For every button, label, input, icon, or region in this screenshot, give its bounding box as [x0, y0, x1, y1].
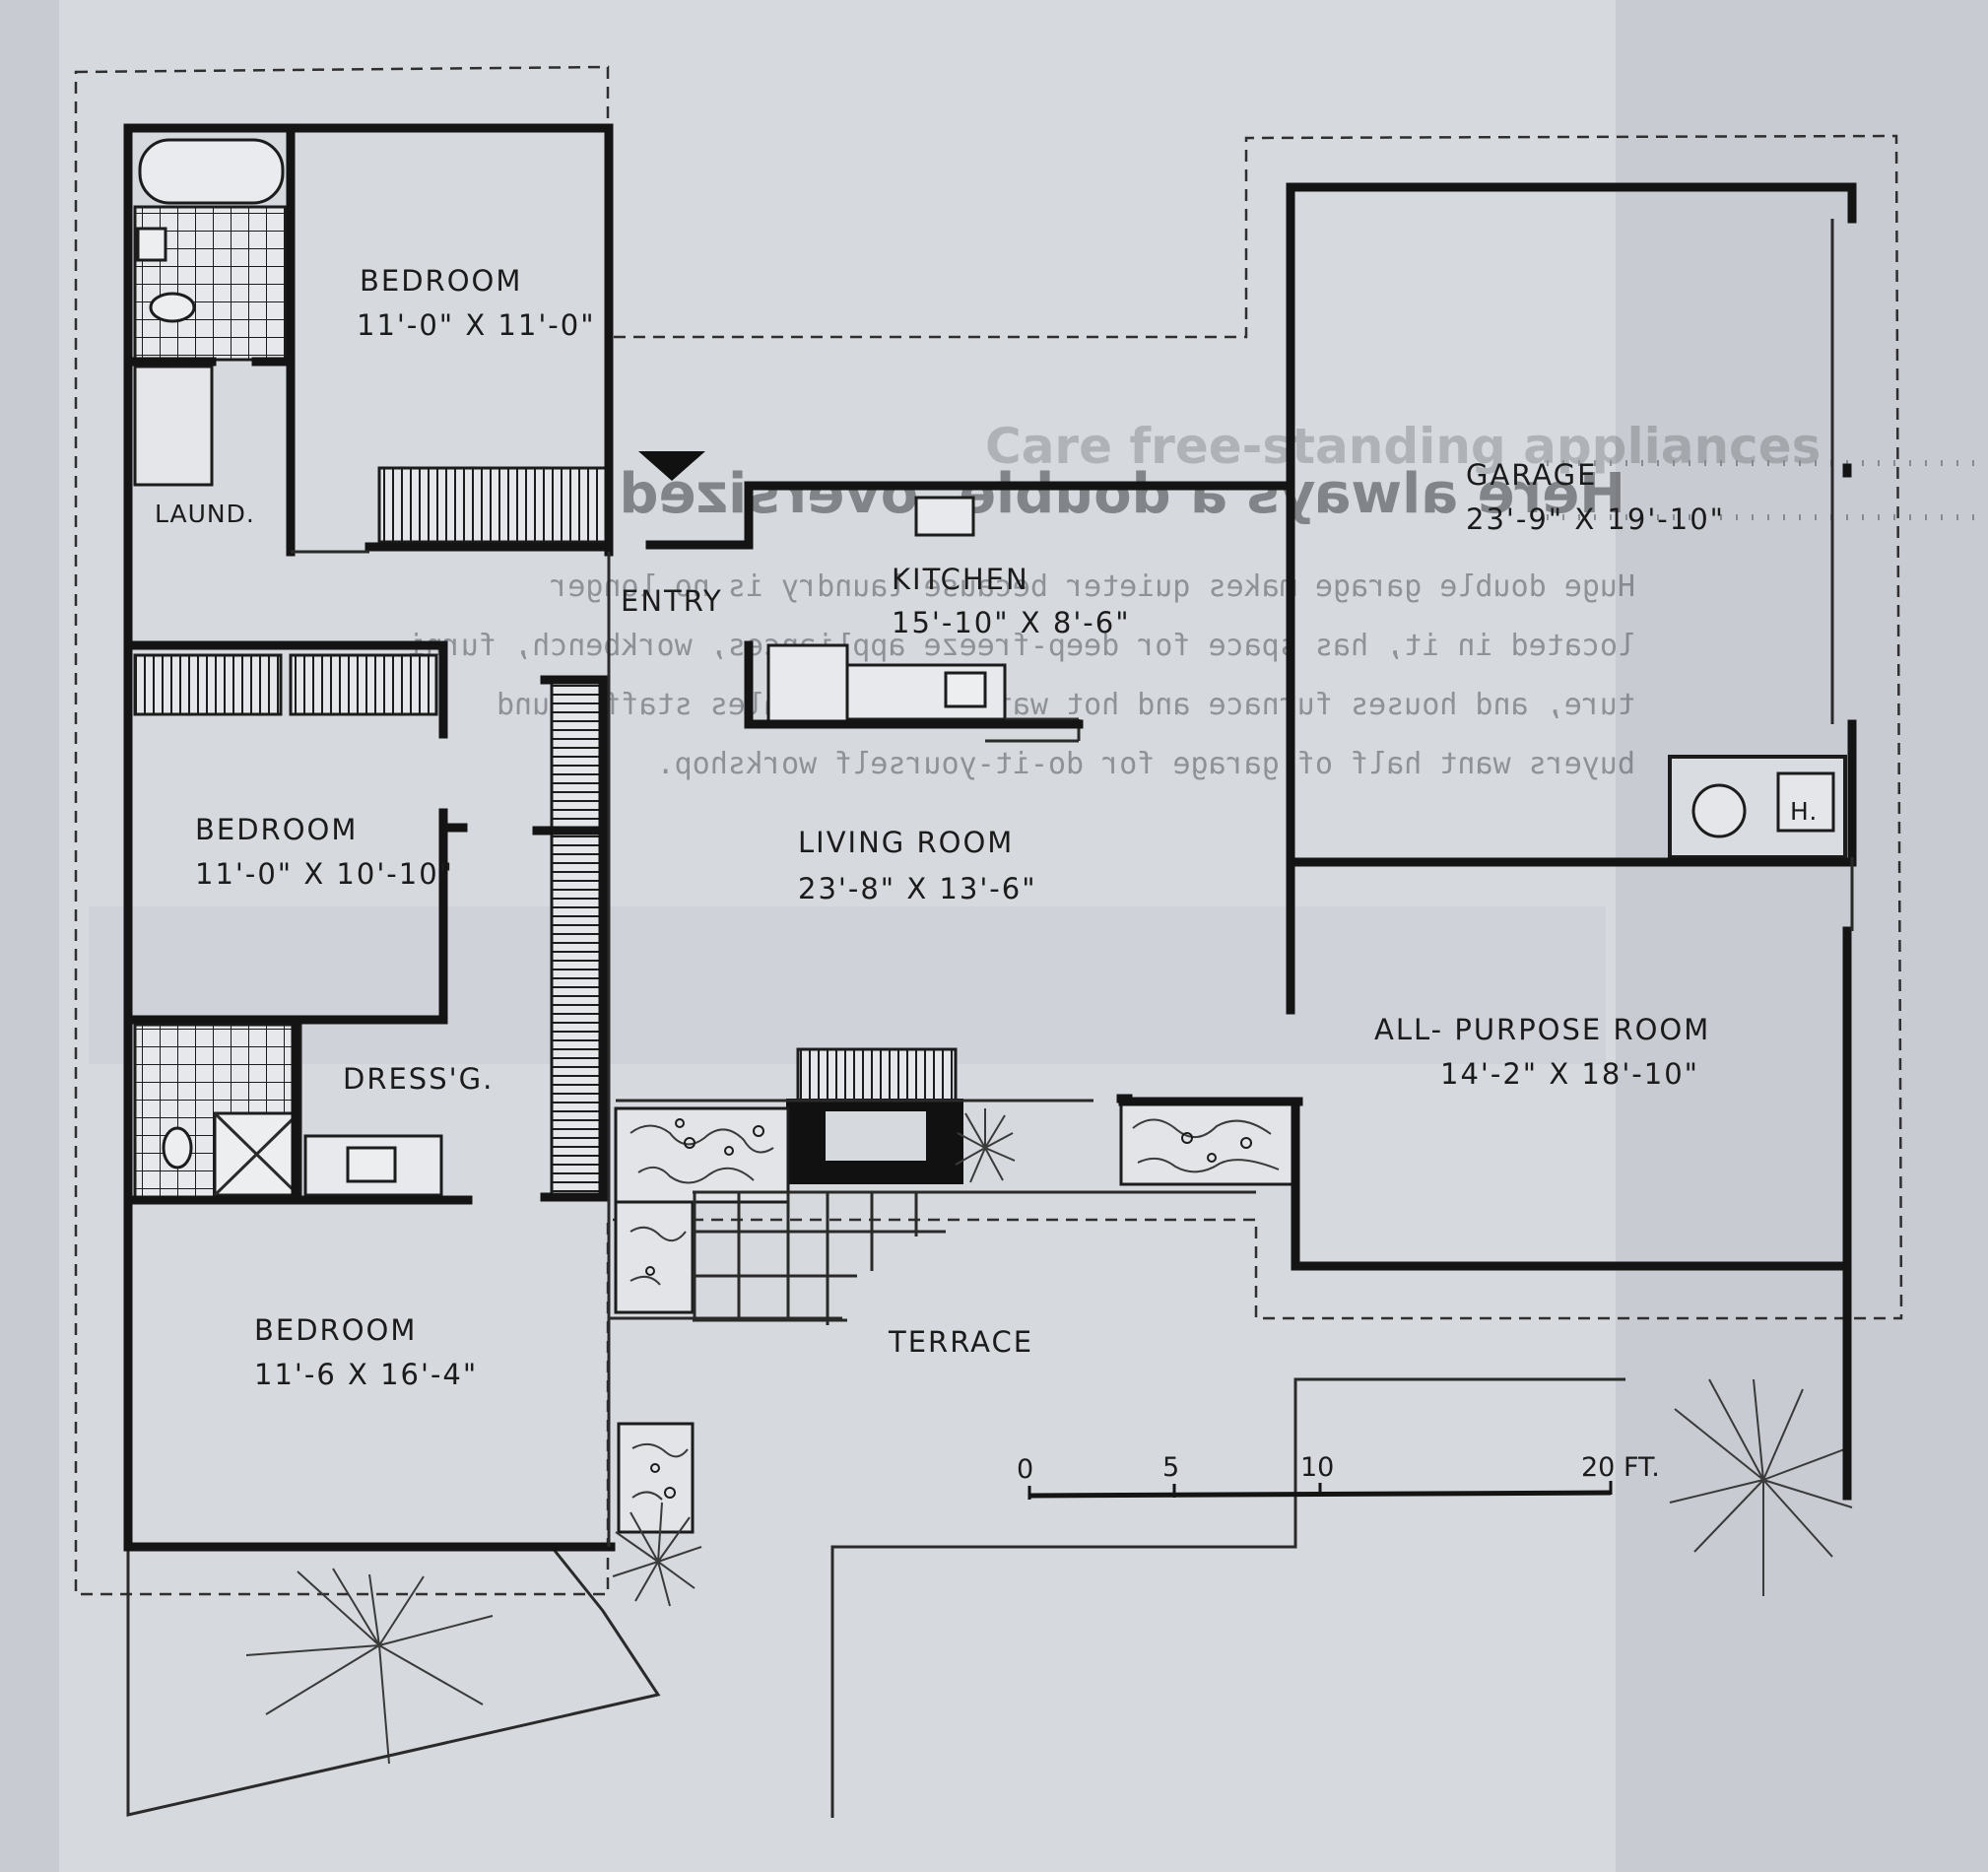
room-size: 15'-10" X 8'-6": [892, 606, 1131, 639]
entry-arrow-icon: [638, 451, 705, 481]
planter-bed: [614, 1106, 790, 1204]
kitchen-fixtures: [766, 496, 1081, 743]
room-labels: BEDROOM 11'-0" X 11'-0" LAUND. ENTRY KIT…: [155, 264, 1818, 1391]
room-name: TERRACE: [888, 1325, 1033, 1359]
shower-x: [213, 1111, 300, 1197]
room-name: BEDROOM: [254, 1313, 417, 1347]
kitchen-sink: [914, 496, 975, 537]
room-size: 14'-2" X 18'-10": [1440, 1057, 1699, 1091]
bleed-body-line: buyers want half of garage for do-it-you…: [657, 747, 1635, 781]
overhang-left-wing: [74, 65, 1903, 1596]
hearth-grate: [796, 1047, 958, 1108]
starburst-tree-icon: [955, 1108, 1016, 1183]
wall: [744, 640, 1084, 729]
room-size: 23'-9" X 19'-10": [1466, 502, 1725, 536]
room-name: ENTRY: [621, 584, 723, 618]
starburst-tree-icon: [612, 1502, 702, 1607]
roof-overhang: [74, 65, 1903, 1596]
bath-top: [133, 138, 288, 362]
water-heater: [1691, 783, 1747, 838]
planter-pebbles: [645, 1118, 1252, 1499]
bleed-body-line: Huge double garage makes quieter because…: [550, 569, 1635, 604]
bleed-through-text: Here always a double, oversized garage C…: [382, 418, 1980, 781]
bath-bottom: [133, 1023, 443, 1199]
terrace-paving: [608, 1190, 1256, 1325]
fireplace: [786, 1047, 963, 1184]
scale-tick-label: 10: [1300, 1452, 1334, 1483]
scale-tick-label: 5: [1162, 1452, 1179, 1483]
fireplace-mass: [786, 1099, 963, 1184]
room-name: KITCHEN: [892, 563, 1029, 596]
bleed-body-line: ture, and houses furnace and hot water h…: [497, 688, 1635, 722]
room-name: GARAGE: [1466, 458, 1597, 492]
room-name: BEDROOM: [360, 264, 522, 298]
wall: [123, 808, 448, 1025]
site-boundary: [126, 1377, 1625, 1818]
room-name: LIVING ROOM: [798, 826, 1014, 859]
walls: [123, 123, 1857, 1552]
room-name: BEDROOM: [195, 813, 358, 846]
planter-foliage: [630, 1118, 1280, 1501]
closet-mid-right: [289, 653, 438, 716]
scale-tick-label: 0: [1017, 1454, 1033, 1485]
scale-tick-label: 20 FT.: [1581, 1452, 1660, 1483]
wall: [540, 675, 608, 1202]
planter-bed: [1119, 1102, 1298, 1186]
page-shadow-band: [89, 906, 1606, 1064]
closet-mid-left: [133, 653, 283, 716]
toilet-tank: [136, 227, 167, 262]
room-size: 11'-0" X 10'-10": [195, 857, 454, 891]
wall: [123, 123, 616, 1552]
room-name: LAUND.: [155, 500, 255, 528]
room-size: 11'-6 X 16'-4": [254, 1358, 478, 1391]
toilet-bowl: [149, 292, 196, 323]
planter-bed: [614, 1200, 695, 1314]
room-size: 11'-0" X 11'-0": [357, 308, 596, 342]
bleed-body-line: located in it, has space for deep-freeze…: [390, 629, 1635, 663]
planter-bed: [617, 1422, 695, 1534]
planters: [614, 1102, 1298, 1534]
vanity-sink: [346, 1146, 397, 1183]
kitchen-range: [944, 671, 987, 708]
toilet-bowl: [162, 1126, 193, 1170]
scale-bar: 0 5 10 20 FT.: [1017, 1452, 1660, 1500]
furnace: [1776, 771, 1835, 833]
bathtub: [138, 138, 285, 205]
windows: [291, 219, 1854, 1547]
starburst-tree-icon: [1669, 1378, 1853, 1596]
starburst-tree-icon: [245, 1568, 494, 1765]
heater-label: H.: [1790, 797, 1818, 826]
laundry-appliance: [133, 365, 214, 487]
bleed-subheading: Care free-standing appliances: [985, 418, 1821, 475]
closet-hall-tall: [550, 678, 605, 1199]
closet-top-bedroom: [377, 466, 608, 544]
room-size: 23'-8" X 13'-6": [798, 872, 1037, 905]
kitchen-counter-island: [766, 643, 849, 726]
room-name: ALL- PURPOSE ROOM: [1374, 1013, 1710, 1046]
room-name: DRESS'G.: [343, 1062, 494, 1096]
wall: [123, 640, 448, 739]
